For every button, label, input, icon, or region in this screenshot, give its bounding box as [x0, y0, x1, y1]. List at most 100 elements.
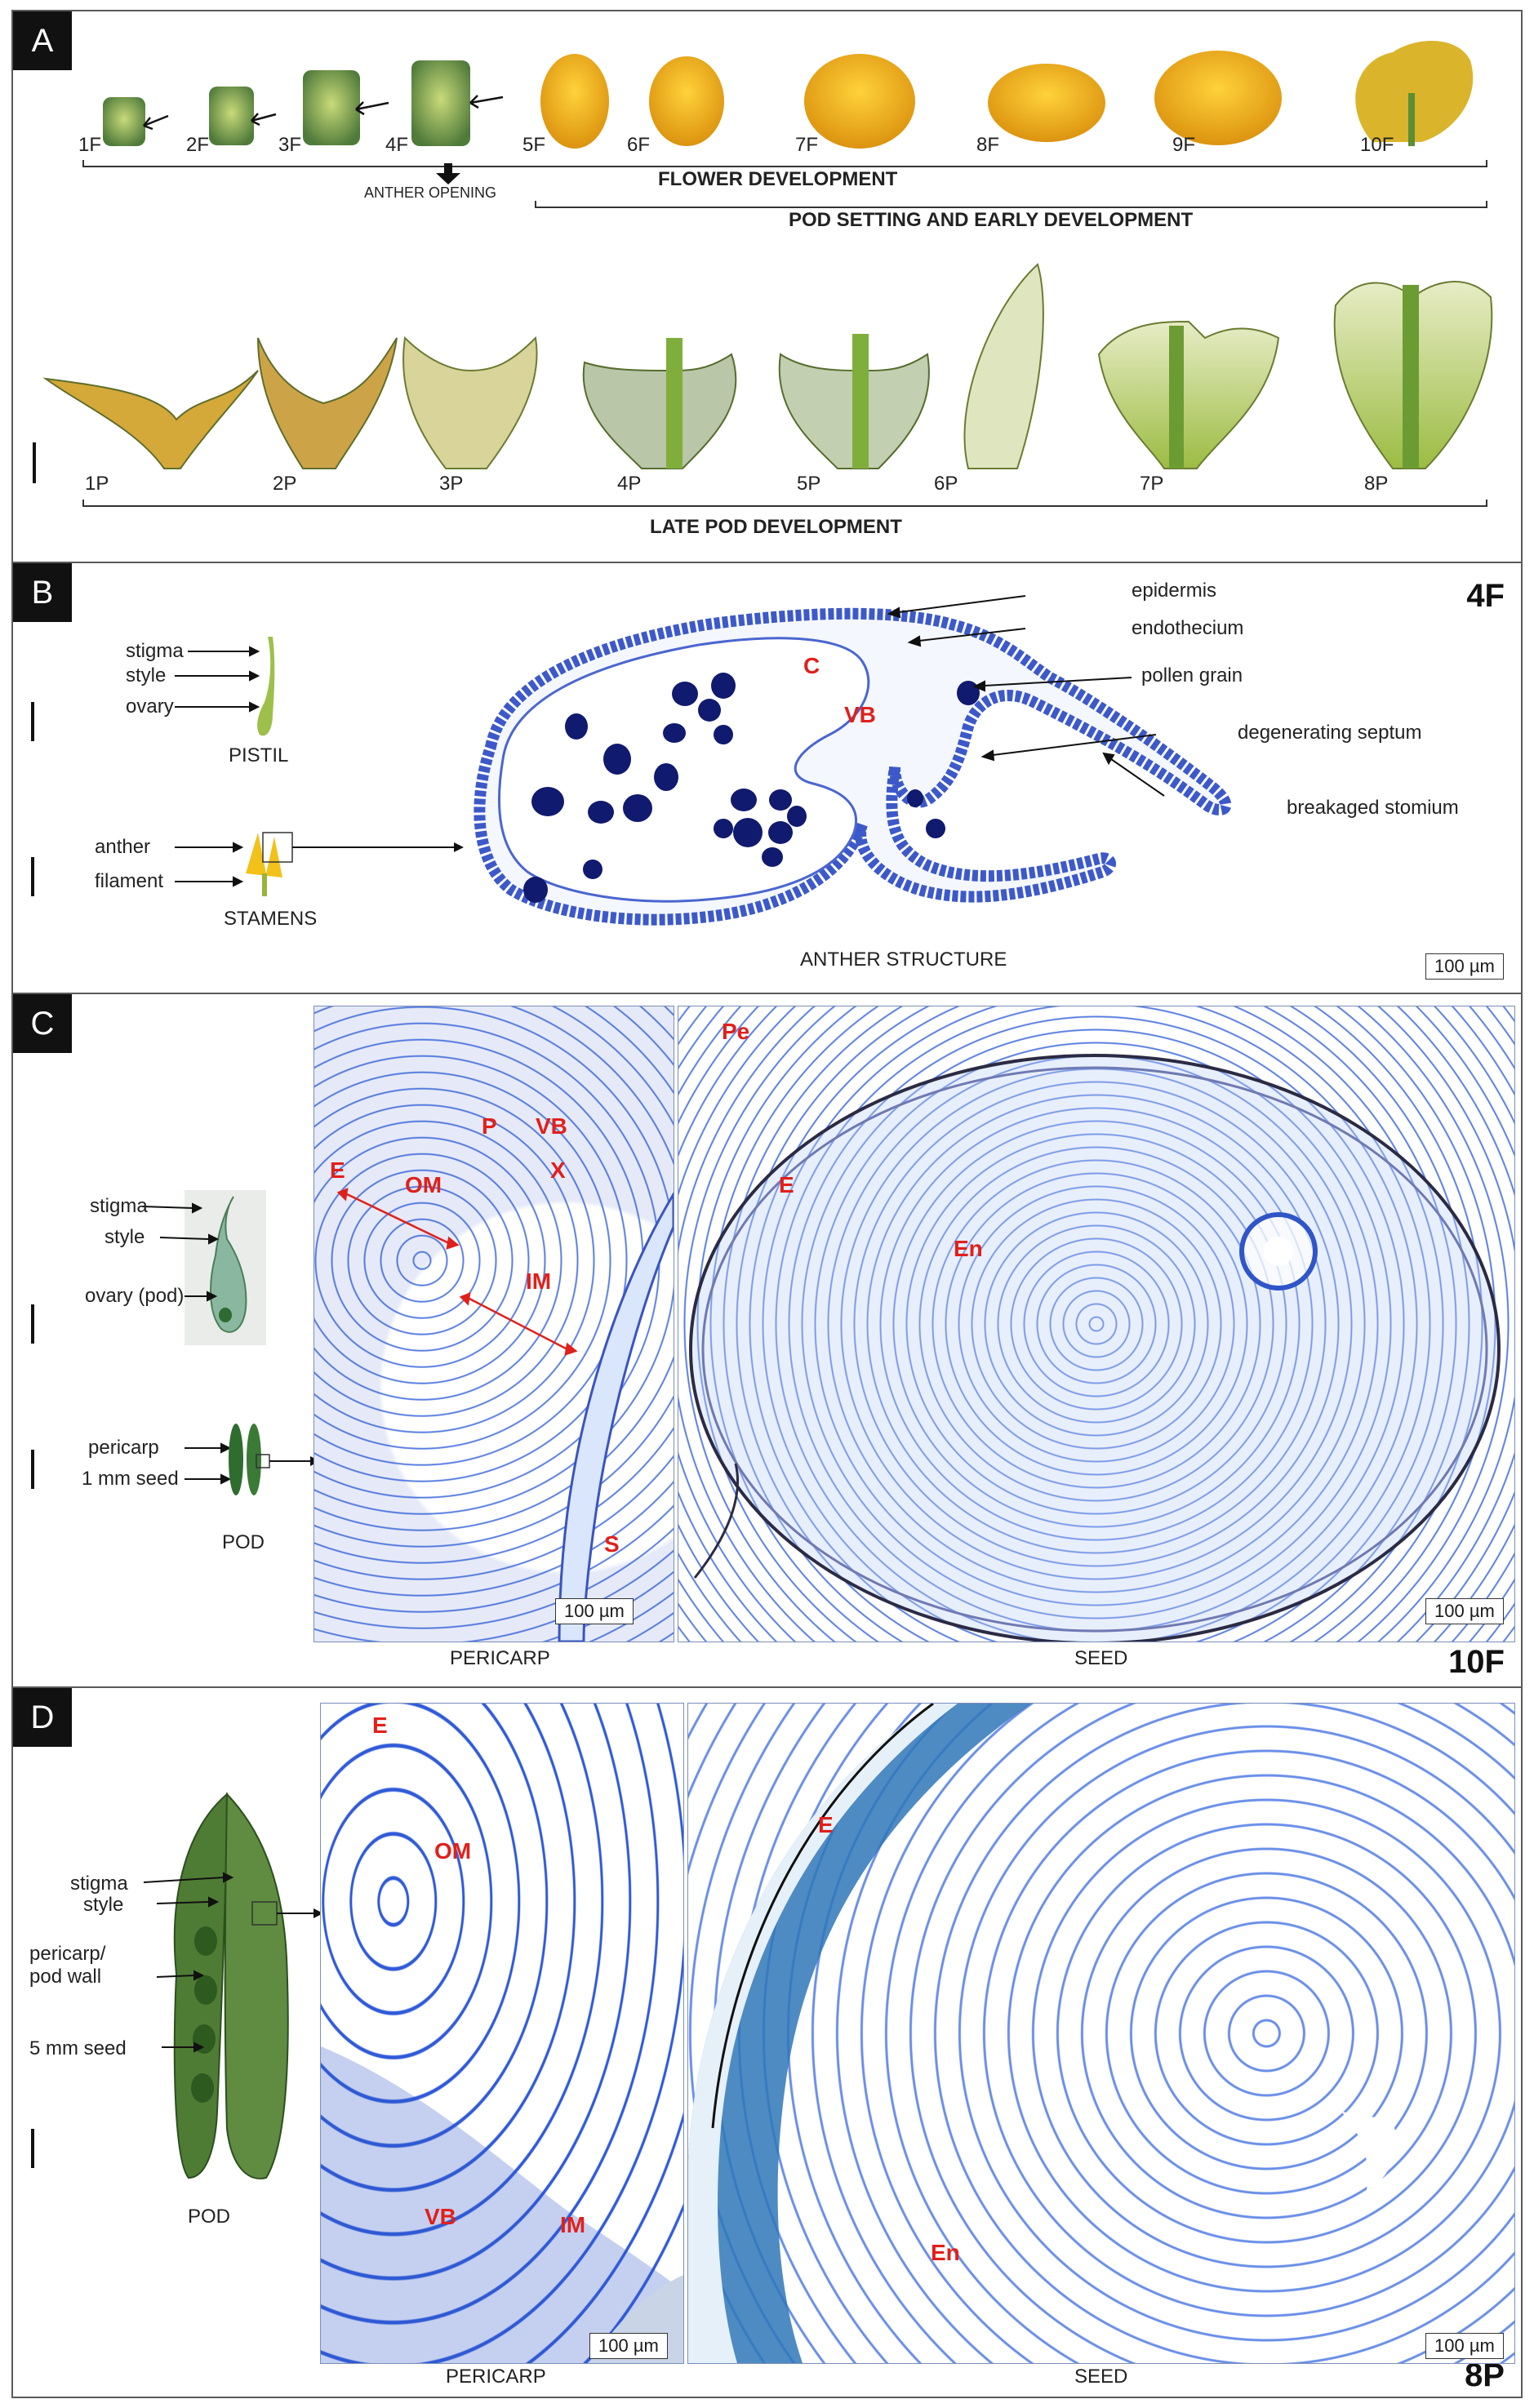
- bud-3f: [303, 70, 360, 145]
- flower-9f: [1154, 51, 1282, 145]
- scale-100um: 100 µm: [1425, 2333, 1504, 2359]
- label-om: OM: [405, 1172, 442, 1197]
- bud-2f: [209, 87, 254, 145]
- pericarp-micrograph: [313, 1006, 674, 1642]
- pod-setting-label: POD SETTING AND EARLY DEVELOPMENT: [789, 209, 1194, 231]
- label-p: P: [482, 1113, 497, 1139]
- scale-bar: [31, 1304, 34, 1344]
- label-ovary-pod: ovary (pod): [85, 1285, 185, 1307]
- panel-b: B 4F: [11, 562, 1523, 994]
- flower-8f: [988, 64, 1105, 142]
- label-stigma: stigma: [90, 1195, 148, 1217]
- pollen-grain: [711, 673, 736, 699]
- label-filament: filament: [95, 870, 164, 892]
- label-e: E: [818, 1812, 834, 1837]
- pollen-grain: [768, 821, 793, 844]
- label-c: C: [803, 653, 820, 678]
- stage-10f: 10F: [1360, 134, 1394, 156]
- flower-10f: [1355, 41, 1474, 142]
- pollen-grain: [733, 818, 763, 847]
- pericarp-micrograph: [320, 1703, 684, 2364]
- label-stigma: stigma: [126, 640, 184, 662]
- stage-7f: 7F: [795, 134, 819, 156]
- label-om: OM: [434, 1838, 472, 1864]
- panel-d: D 8P stigma style pericarp/ pod wall 5 m…: [11, 1686, 1523, 2398]
- scale-100um: 100 µm: [1425, 1598, 1504, 1624]
- panel-label-d: D: [13, 1688, 72, 1747]
- stage-7p: 7P: [1140, 473, 1164, 495]
- panel-d-left-graphics: [143, 1792, 323, 2179]
- label-pistil: PISTIL: [229, 744, 289, 766]
- label-ovary: ovary: [126, 695, 174, 718]
- label-epidermis: epidermis: [1132, 580, 1217, 602]
- seed-micrograph: [678, 1006, 1515, 1642]
- label-breakaged-stomium: breakaged stomium: [1287, 797, 1459, 819]
- stamens-shape: [246, 833, 282, 877]
- label-stamens: STAMENS: [224, 908, 318, 930]
- label-style: style: [104, 1226, 145, 1248]
- label-pe: Pe: [722, 1019, 750, 1044]
- label-im: IM: [526, 1268, 552, 1294]
- scale-bar: [31, 702, 34, 741]
- flower-development-label: FLOWER DEVELOPMENT: [658, 168, 898, 190]
- pollen-grain: [731, 789, 757, 811]
- stage-6p: 6P: [934, 473, 958, 495]
- flower-6f: [649, 56, 724, 146]
- pollen-grain: [787, 806, 807, 827]
- pollen-grain: [531, 787, 564, 816]
- label-e: E: [372, 1713, 388, 1738]
- pollen-grain: [907, 789, 923, 807]
- pollen-grain: [957, 681, 980, 705]
- pollen-grain: [583, 860, 602, 879]
- panel-label-a: A: [13, 11, 72, 70]
- label-pericarp-1: pericarp/: [29, 1943, 106, 1965]
- caption-anther-structure: ANTHER STRUCTURE: [800, 949, 1007, 971]
- pollen-grain: [663, 723, 686, 743]
- pollen-grain: [603, 744, 631, 775]
- label-pod: POD: [222, 1531, 265, 1553]
- bud-1f: [103, 97, 145, 146]
- stage-8f: 8F: [976, 134, 1000, 156]
- seed-micrograph: [687, 1703, 1515, 2364]
- label-style: style: [83, 1894, 124, 1916]
- pollen-grain: [588, 801, 614, 824]
- pod-1p: [42, 370, 259, 469]
- label-s: S: [604, 1531, 620, 1557]
- stage-8p: 8P: [1364, 473, 1389, 495]
- caption-pericarp: PERICARP: [450, 1647, 550, 1669]
- scale-bar: [31, 2129, 34, 2168]
- label-style: style: [126, 664, 167, 686]
- stage-4p: 4P: [617, 473, 642, 495]
- pollen-grain: [654, 763, 678, 791]
- scale-100um: 100 µm: [1425, 953, 1504, 980]
- scale-bar: [31, 1450, 34, 1489]
- stage-9f: 9F: [1172, 134, 1196, 156]
- label-pericarp-2: pod wall: [29, 1966, 102, 1988]
- late-pod-label: LATE POD DEVELOPMENT: [650, 516, 902, 538]
- panel-b-stage: 4F: [1466, 578, 1505, 614]
- label-seed: 1 mm seed: [82, 1468, 179, 1490]
- pollen-grain: [698, 699, 721, 722]
- bud-4f: [411, 60, 470, 146]
- panel-a: A: [11, 10, 1523, 563]
- pod-2p: [257, 337, 398, 469]
- pod-3p: [402, 335, 538, 469]
- label-degenerating-septum: degenerating septum: [1238, 722, 1422, 744]
- caption-seed: SEED: [1074, 1647, 1128, 1669]
- panel-c-stage: 10F: [1448, 1644, 1505, 1680]
- label-vb: VB: [425, 2204, 456, 2229]
- label-e: E: [330, 1157, 345, 1183]
- label-endothecium: endothecium: [1132, 617, 1244, 639]
- stage-5f: 5F: [522, 134, 546, 156]
- panel-c-left-graphics: [141, 1190, 320, 1495]
- stage-4f: 4F: [385, 134, 409, 156]
- stage-1f: 1F: [78, 134, 102, 156]
- scale-100um: 100 µm: [555, 1598, 634, 1624]
- label-en: En: [954, 1236, 983, 1261]
- pollen-grain: [762, 847, 783, 867]
- label-pod: POD: [188, 2206, 231, 2228]
- label-e: E: [779, 1172, 794, 1197]
- label-stigma: stigma: [70, 1873, 128, 1895]
- label-x: X: [550, 1157, 566, 1183]
- label-en: En: [931, 2240, 960, 2265]
